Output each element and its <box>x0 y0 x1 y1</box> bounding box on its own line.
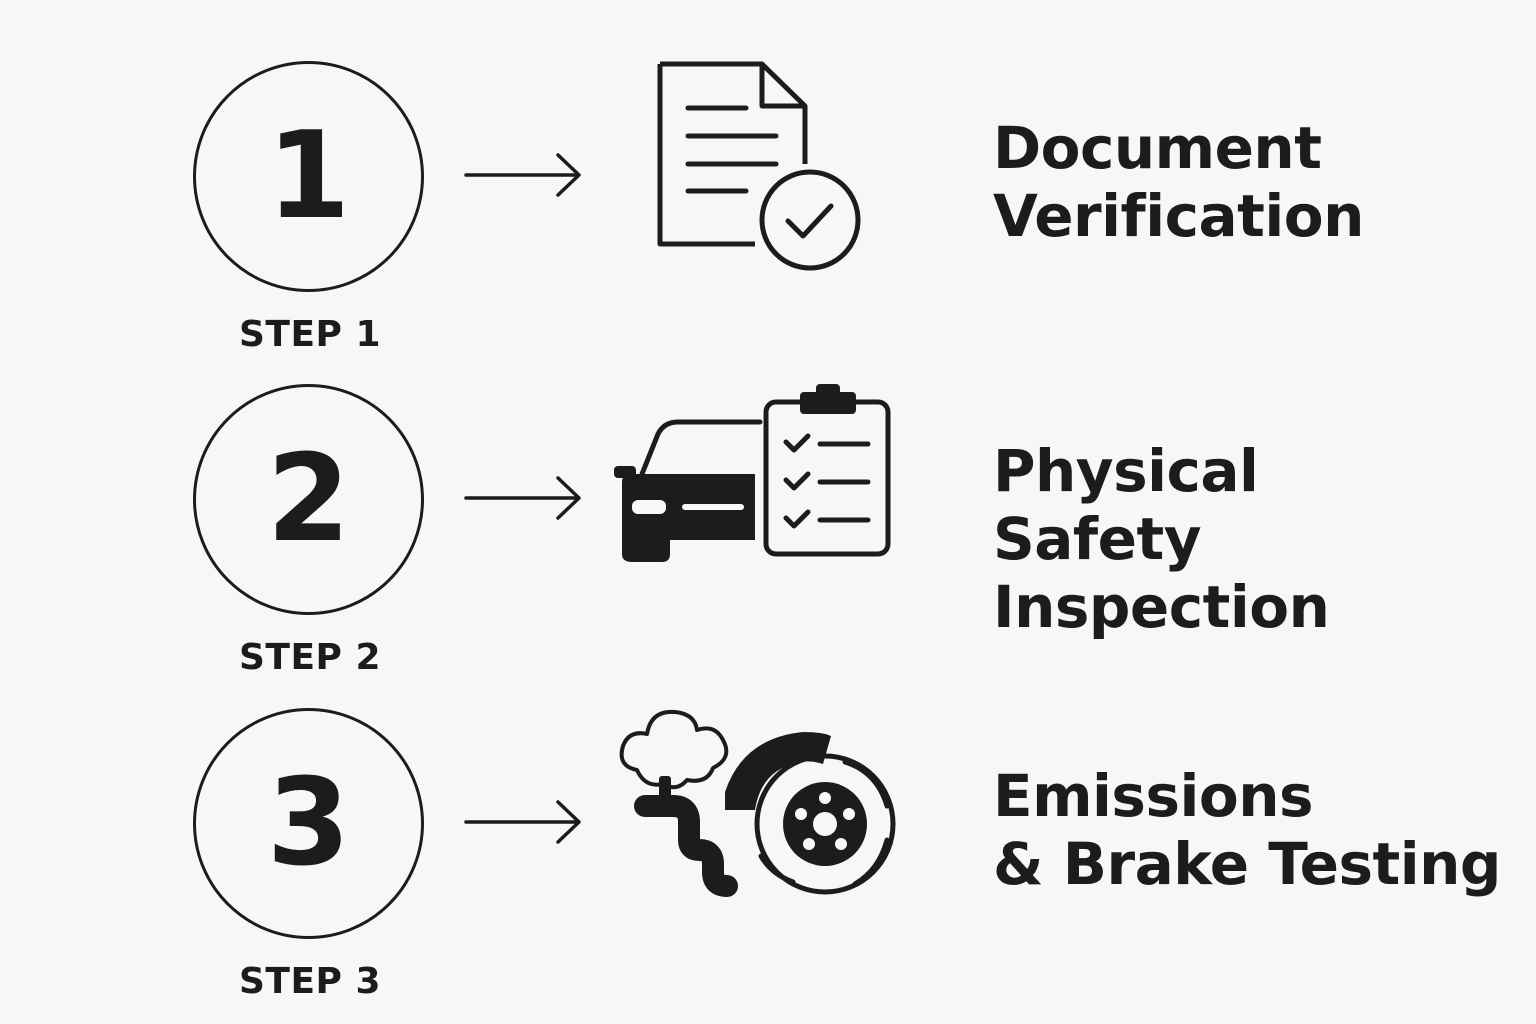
emissions-brake-icon <box>619 709 896 897</box>
step-1: 1 STEP 1 Document Verification <box>0 0 1536 355</box>
step-1-circle: 1 <box>193 61 424 292</box>
step-2-title: Physical Safety Inspection <box>993 437 1330 641</box>
step-3-title: Emissions & Brake Testing <box>993 762 1501 898</box>
step-2-title-line-3: Inspection <box>993 573 1330 641</box>
arrow-icon <box>464 476 581 520</box>
step-2-circle: 2 <box>193 384 424 615</box>
arrow-icon <box>464 800 581 844</box>
step-2-number: 2 <box>266 429 351 569</box>
step-2-title-line-1: Physical <box>993 437 1259 505</box>
arrow-icon <box>464 153 581 197</box>
step-2-label: STEP 2 <box>238 637 382 678</box>
step-3-number: 3 <box>266 753 351 893</box>
step-3-circle: 3 <box>193 708 424 939</box>
step-3-title-line-1: Emissions <box>993 762 1314 830</box>
step-1-title-line-1: Document <box>993 114 1322 182</box>
step-3: 3 STEP 3 <box>0 0 1536 1002</box>
step-3-label: STEP 3 <box>238 961 382 1002</box>
step-1-title: Document Verification <box>993 114 1364 250</box>
step-2: 2 STEP 2 Physical Safety <box>0 0 1536 678</box>
step-1-title-line-2: Verification <box>993 182 1364 250</box>
step-1-number: 1 <box>266 106 351 246</box>
step-3-title-line-2: & Brake Testing <box>993 830 1501 898</box>
step-1-label: STEP 1 <box>238 314 382 355</box>
step-2-title-line-2: Safety <box>993 505 1202 573</box>
car-clipboard-icon <box>614 384 891 562</box>
document-check-icon <box>657 61 861 271</box>
